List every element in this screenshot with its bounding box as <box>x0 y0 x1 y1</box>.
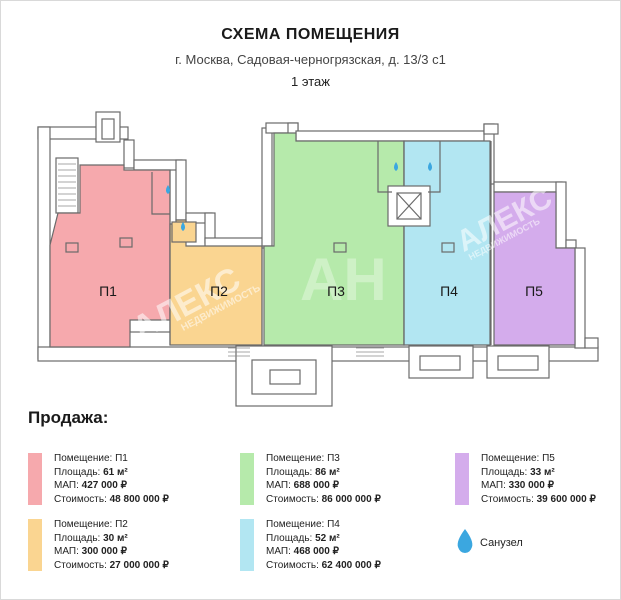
floor-label: 1 этаж <box>291 74 330 89</box>
legend-wc-label: Санузел <box>480 537 523 549</box>
card-details: Помещение: П1 Площадь: 61 м² МАП: 427 00… <box>54 453 169 505</box>
watermark-logo: АН <box>300 246 387 313</box>
room-label-p2: П2 <box>210 283 228 299</box>
room-p5[interactable] <box>493 191 576 346</box>
wc-drop-icon <box>166 185 170 194</box>
page-title: СХЕМА ПОМЕЩЕНИЯ <box>221 26 400 43</box>
sale-card-p1[interactable]: Помещение: П1 Площадь: 61 м² МАП: 427 00… <box>28 453 218 509</box>
color-swatch <box>240 453 254 505</box>
sales-heading: Продажа: <box>28 408 109 427</box>
sale-card-p5[interactable]: Помещение: П5 Площадь: 33 м² МАП: 330 00… <box>455 453 621 509</box>
sale-card-p4[interactable]: Помещение: П4 Площадь: 52 м² МАП: 468 00… <box>240 519 430 575</box>
wc-drop-icon <box>428 162 432 171</box>
sale-card-p2[interactable]: Помещение: П2 Площадь: 30 м² МАП: 300 00… <box>28 519 218 575</box>
room-label-p1: П1 <box>99 283 117 299</box>
card-details: Помещение: П2 Площадь: 30 м² МАП: 300 00… <box>54 519 169 571</box>
card-details: Помещение: П5 Площадь: 33 м² МАП: 330 00… <box>481 453 596 505</box>
color-swatch <box>455 453 469 505</box>
floor-plan: АЛЕКС НЕДВИЖИМОСТЬ АЛЕКС НЕДВИЖИМОСТЬ АН… <box>37 111 599 407</box>
wc-drop-icon <box>181 222 185 231</box>
color-swatch <box>240 519 254 571</box>
room-p1[interactable] <box>49 164 171 348</box>
color-swatch <box>28 453 42 505</box>
card-details: Помещение: П4 Площадь: 52 м² МАП: 468 00… <box>266 519 381 571</box>
card-details: Помещение: П3 Площадь: 86 м² МАП: 688 00… <box>266 453 381 505</box>
water-drop-icon <box>457 529 473 553</box>
room-label-p5: П5 <box>525 283 543 299</box>
sale-card-p3[interactable]: Помещение: П3 Площадь: 86 м² МАП: 688 00… <box>240 453 430 509</box>
address: г. Москва, Садовая-черногрязская, д. 13/… <box>175 52 446 67</box>
walls <box>37 111 599 407</box>
wc-drop-icon <box>394 162 398 171</box>
wc-markers <box>166 162 432 231</box>
stairs <box>58 163 384 357</box>
color-swatch <box>28 519 42 571</box>
room-label-p3: П3 <box>327 283 345 299</box>
interior-walls <box>65 141 492 345</box>
room-p3[interactable] <box>263 132 405 346</box>
legend-wc: Санузел <box>455 527 595 557</box>
room-label-p4: П4 <box>440 283 458 299</box>
